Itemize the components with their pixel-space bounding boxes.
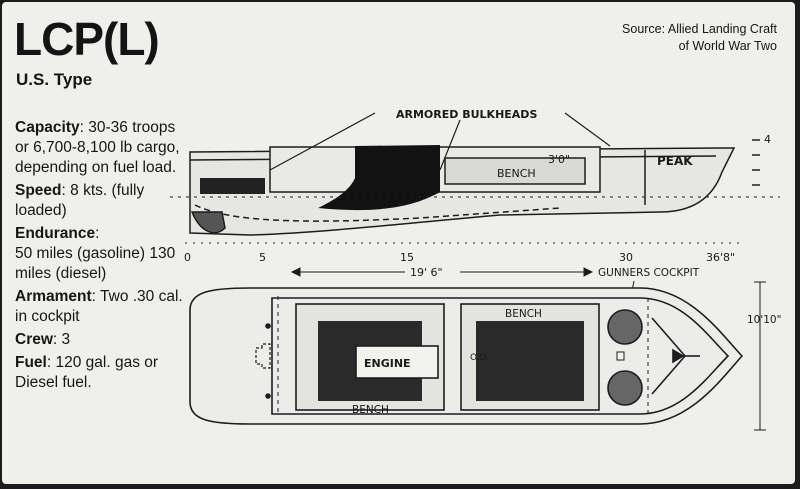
scale-tick-15: 15 bbox=[400, 251, 414, 264]
spec-fuel: Fuel: 120 gal. gas or Diesel fuel. bbox=[15, 353, 159, 391]
spec-label: Fuel bbox=[15, 353, 47, 371]
label-engine: ENGINE bbox=[364, 357, 411, 370]
spec-label: Speed bbox=[15, 181, 62, 199]
source-line-2: of World War Two bbox=[678, 38, 777, 53]
spec-value: 50 miles (gasoline) 130 miles (diesel) bbox=[15, 244, 176, 282]
side-rudder bbox=[190, 211, 226, 234]
plan-engine-label-box bbox=[355, 345, 439, 379]
spec-speed: Speed: 8 kts. (fully loaded) bbox=[15, 181, 145, 219]
bulkhead-leader-left bbox=[269, 112, 376, 171]
label-bench-top: BENCH bbox=[505, 308, 542, 320]
plan-cargo-dark bbox=[476, 321, 584, 401]
scale-tick-36: 36'8" bbox=[706, 251, 735, 264]
label-side-bench: BENCH bbox=[497, 167, 536, 180]
side-stern-compartment bbox=[200, 178, 265, 194]
spec-value: 3 bbox=[61, 330, 71, 348]
side-bench bbox=[444, 157, 586, 185]
label-peak: PEAK bbox=[657, 154, 693, 168]
side-profile bbox=[170, 112, 780, 244]
spec-label: Capacity bbox=[15, 119, 80, 136]
plan-rudder bbox=[255, 343, 271, 369]
label-od: O.D. bbox=[470, 353, 489, 363]
spec-label: Crew bbox=[15, 330, 53, 348]
spec-endurance: Endurance:50 miles (gasoline) 130 miles … bbox=[15, 224, 176, 282]
page-title: LCP(L) bbox=[14, 13, 160, 65]
spec-value: 120 gal. gas or Diesel fuel. bbox=[15, 353, 159, 391]
bulkhead-leader-right bbox=[564, 112, 611, 147]
gunner-ring-bottom bbox=[607, 370, 643, 406]
side-keel bbox=[194, 204, 561, 222]
plan-gunwale bbox=[271, 297, 730, 415]
spec-crew: Crew: 3 bbox=[15, 330, 71, 348]
side-engine-mass bbox=[318, 145, 440, 211]
spec-label: Endurance bbox=[15, 224, 96, 242]
page-subtitle: U.S. Type bbox=[16, 70, 93, 89]
spec-armament: Armament: Two .30 cal. in cockpit bbox=[15, 287, 183, 325]
scale-tick-30: 30 bbox=[619, 251, 633, 264]
label-gunners-cockpit: GUNNERS COCKPIT bbox=[598, 267, 700, 279]
label-armored-bulkheads: ARMORED BULKHEADS bbox=[396, 108, 537, 121]
label-beam: 10'10" bbox=[747, 314, 781, 326]
label-side-3ft: 3'0" bbox=[548, 153, 570, 166]
spec-capacity: Capacity: 30-36 troops or 6,700-8,100 lb… bbox=[15, 119, 180, 176]
spec-value: Two .30 cal. in cockpit bbox=[15, 287, 183, 325]
scale-tick-0: 0 bbox=[184, 251, 191, 264]
label-length: 19' 6" bbox=[410, 266, 443, 279]
bulkhead-leader-mid bbox=[439, 119, 461, 171]
scale-tick-5: 5 bbox=[259, 251, 266, 264]
spec-list: Capacity: 30-36 troops or 6,700-8,100 lb… bbox=[15, 118, 190, 396]
length-dimension bbox=[290, 267, 594, 277]
spec-value: 30-36 troops or 6,700-8,100 lb cargo, de… bbox=[15, 119, 180, 176]
label-bench-bottom: BENCH bbox=[352, 404, 389, 416]
source-note: Source: Allied Landing Craft of World Wa… bbox=[622, 21, 777, 54]
plan-view bbox=[189, 281, 766, 431]
gunner-ring-top bbox=[607, 309, 643, 345]
label-draft-4: 4 bbox=[764, 133, 771, 146]
source-line-1: Source: Allied Landing Craft bbox=[622, 22, 777, 36]
spec-value: 8 kts. (fully loaded) bbox=[15, 181, 145, 219]
spec-label: Armament bbox=[15, 287, 92, 305]
